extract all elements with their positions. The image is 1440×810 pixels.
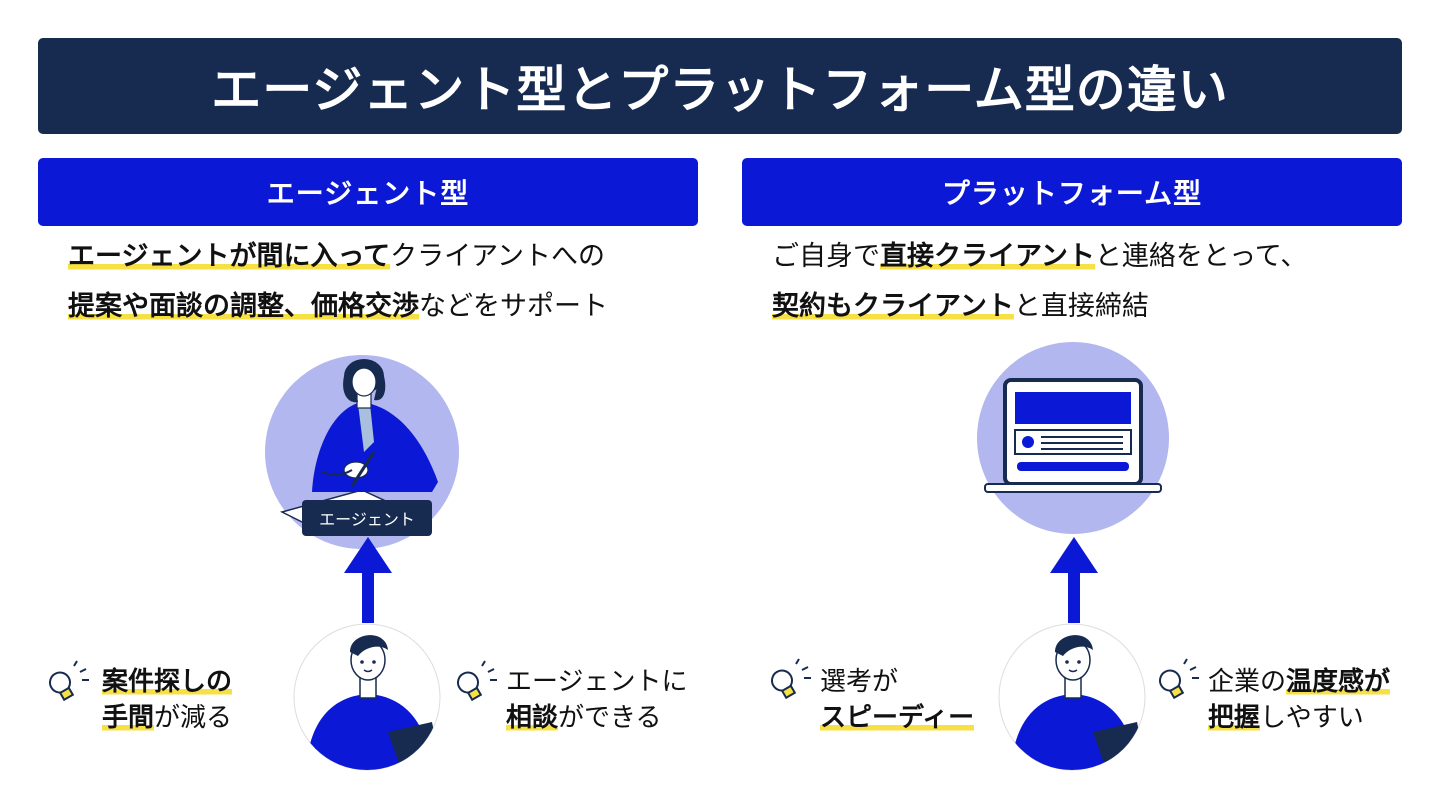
benefit1-highlight-1: 案件探しの bbox=[102, 667, 233, 697]
benefit-speedy-selection: 選考が スピーディー bbox=[820, 664, 975, 736]
benefit3-text: 選考が bbox=[820, 667, 899, 697]
platform-desc-highlight-1: 直接クライアント bbox=[880, 241, 1095, 272]
arrow-up-icon bbox=[344, 537, 392, 623]
lightbulb-icon bbox=[771, 658, 811, 700]
benefit-fewer-search-effort: 案件探しの 手間が減る bbox=[102, 664, 232, 736]
benefit4-text-1: 企業の bbox=[1208, 667, 1287, 697]
lightbulb-icon bbox=[1159, 658, 1199, 700]
platform-desc-text-1: と連絡をとって、 bbox=[1094, 241, 1308, 272]
agent-desc-highlight-1: エージェントが間に入って bbox=[68, 241, 391, 272]
agent-label: エージェント bbox=[302, 500, 432, 536]
benefit-consult-agent: エージェントに 相談ができる bbox=[506, 664, 687, 736]
laptop-icon bbox=[977, 342, 1169, 534]
benefit-grasp-company-temperature: 企業の温度感が 把握しやすい bbox=[1208, 664, 1391, 736]
platform-desc-text-0: ご自身で bbox=[772, 241, 880, 272]
person-illustration bbox=[998, 623, 1146, 771]
platform-desc-text-2: と直接締結 bbox=[1013, 291, 1149, 322]
lightbulb-icon bbox=[457, 660, 497, 702]
platform-description: ご自身で直接クライアントと連絡をとって、 契約もクライアントと直接締結 bbox=[772, 232, 1307, 332]
platform-type-header: プラットフォーム型 bbox=[742, 158, 1402, 226]
person-illustration bbox=[293, 623, 441, 771]
agent-desc-text-1: クライアントへの bbox=[390, 241, 606, 272]
benefit2-text-1: エージェントに bbox=[506, 667, 688, 697]
agent-description: エージェントが間に入ってクライアントへの 提案や面談の調整、価格交渉などをサポー… bbox=[68, 232, 608, 332]
benefit3-highlight: スピーディー bbox=[820, 703, 975, 733]
agent-type-header: エージェント型 bbox=[38, 158, 698, 226]
benefit1-highlight-2: 手間 bbox=[102, 703, 155, 733]
benefit4-highlight-1: 温度感が bbox=[1286, 667, 1391, 697]
benefit1-text: が減る bbox=[154, 703, 233, 733]
benefit2-highlight: 相談 bbox=[506, 703, 559, 733]
agent-desc-text-2: などをサポート bbox=[419, 291, 608, 322]
benefit2-text-2: ができる bbox=[558, 703, 662, 733]
platform-desc-highlight-2: 契約もクライアント bbox=[772, 291, 1014, 322]
page-title: エージェント型とプラットフォーム型の違い bbox=[38, 38, 1402, 134]
arrow-up-icon bbox=[1050, 537, 1098, 623]
lightbulb-icon bbox=[49, 660, 89, 702]
agent-desc-highlight-2: 提案や面談の調整、価格交渉 bbox=[68, 291, 419, 322]
benefit4-highlight-2: 把握 bbox=[1208, 703, 1261, 733]
benefit4-text-2: しやすい bbox=[1260, 703, 1364, 733]
